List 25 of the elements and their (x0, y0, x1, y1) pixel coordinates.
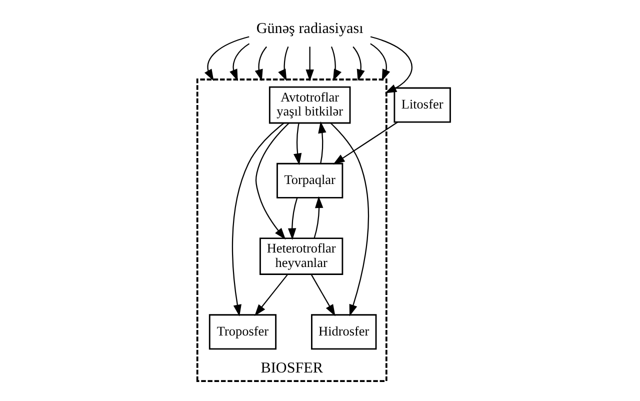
arrow (333, 122, 398, 164)
arrow (254, 46, 268, 82)
arrow (310, 274, 336, 316)
arrow (232, 122, 284, 316)
arrow (314, 196, 324, 238)
arrow (330, 46, 342, 82)
arrow (370, 43, 390, 82)
node-box: Heterotroflar heyvanlar (260, 238, 344, 275)
node-box: Avtotroflar yaşıl bitkilər (268, 86, 351, 124)
arrow (318, 121, 326, 164)
arrow (306, 46, 314, 82)
arrow (330, 122, 370, 316)
arrow (255, 122, 290, 240)
node-box: Hidrosfer (311, 314, 377, 350)
arrow (204, 36, 250, 81)
node-text: Günəş radiasiyası (256, 20, 364, 37)
arrow (254, 274, 288, 316)
node-box: Troposfer (208, 314, 277, 350)
node-box: Torpaqlar (276, 162, 344, 198)
arrow (278, 46, 289, 82)
arrow (230, 43, 250, 82)
arrow (352, 46, 365, 82)
node-box: Litosfer (394, 87, 451, 123)
arrow (288, 198, 298, 240)
arrow (293, 122, 302, 166)
